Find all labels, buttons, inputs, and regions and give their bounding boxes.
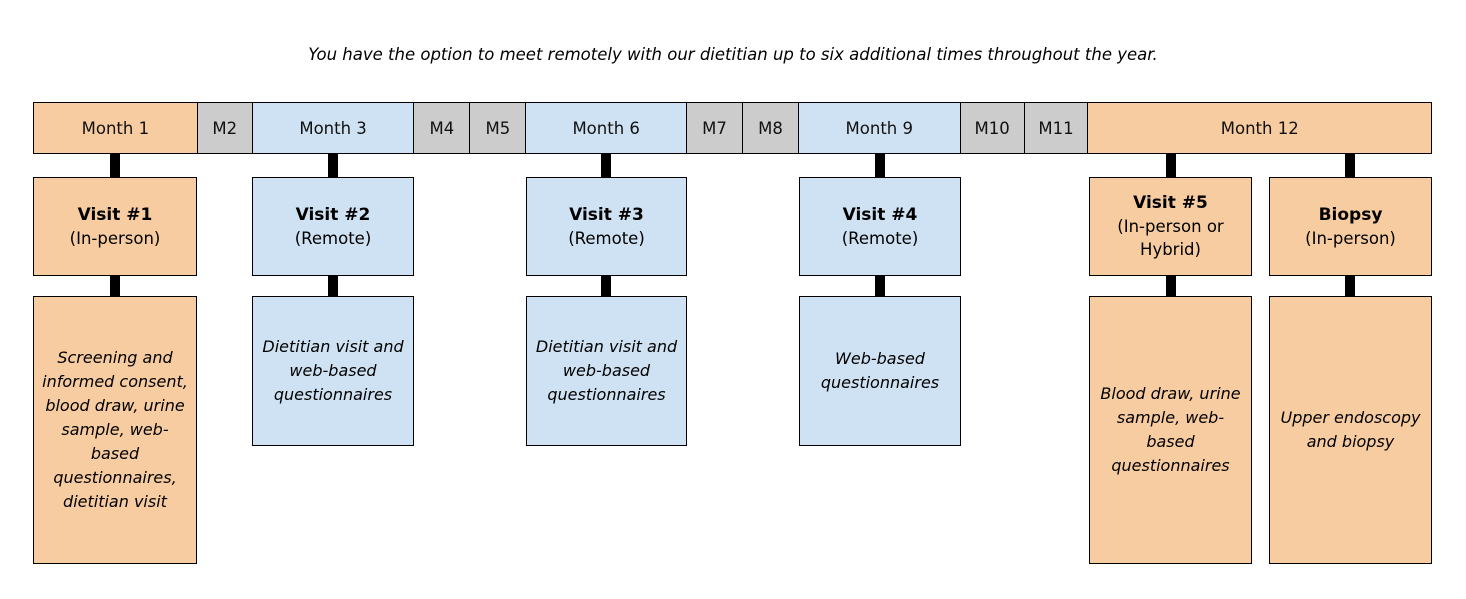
connector-month3-visit2 <box>328 153 338 178</box>
visit-subtitle: (Remote) <box>294 228 372 248</box>
description-box-description-visit-1[interactable]: Screening and informed consent, blood dr… <box>33 296 197 564</box>
description-text: Screening and informed consent, blood dr… <box>42 348 188 511</box>
month-segment-m11[interactable]: M11 <box>1024 103 1089 153</box>
connector-visit3-desc3 <box>601 275 611 297</box>
visit-title: Biopsy <box>1318 204 1383 225</box>
connector-visit2-desc2 <box>328 275 338 297</box>
description-text: Web-based questionnaires <box>820 349 940 392</box>
visit-title: Visit #5 <box>1133 193 1208 213</box>
visit-box-biopsy[interactable]: Biopsy (In-person) <box>1269 177 1432 276</box>
description-box-description-visit-2[interactable]: Dietitian visit and web-based questionna… <box>252 296 414 446</box>
connector-visit4-desc4 <box>875 275 885 297</box>
connector-month1-visit1 <box>110 153 120 178</box>
description-text: Dietitian visit and web-based questionna… <box>535 337 678 404</box>
visit-box-visit-1[interactable]: Visit #1 (In-person) <box>33 177 197 276</box>
month-segment-m5[interactable]: M5 <box>470 103 527 153</box>
description-box-description-visit-4[interactable]: Web-based questionnaires <box>799 296 961 446</box>
month-segment-m7[interactable]: M7 <box>687 103 743 153</box>
month-segment-m4[interactable]: M4 <box>414 103 471 153</box>
connector-month6-visit3 <box>601 153 611 178</box>
month-segment-month-1[interactable]: Month 1 <box>34 103 198 153</box>
month-segment-month-6[interactable]: Month 6 <box>526 103 688 153</box>
description-text: Upper endoscopy and biopsy <box>1280 408 1421 451</box>
visit-title: Visit #2 <box>295 204 371 225</box>
description-text: Blood draw, urine sample, web-based ques… <box>1100 384 1241 475</box>
visit-subtitle: (Remote) <box>568 228 645 248</box>
visit-title: Visit #4 <box>842 204 918 225</box>
visit-box-visit-2[interactable]: Visit #2 (Remote) <box>252 177 414 276</box>
visit-box-visit-3[interactable]: Visit #3 (Remote) <box>526 177 687 276</box>
connector-month12-visit5 <box>1166 153 1176 178</box>
visit-subtitle: (In-person or Hybrid) <box>1117 217 1224 259</box>
connector-visit5-desc5 <box>1166 275 1176 297</box>
month-segment-month-12[interactable]: Month 12 <box>1088 103 1431 153</box>
connector-month12-biopsy <box>1345 153 1355 178</box>
visit-title: Visit #3 <box>569 204 644 225</box>
visit-subtitle: (Remote) <box>841 228 919 248</box>
month-segment-m2[interactable]: M2 <box>197 103 253 153</box>
description-box-description-visit-3[interactable]: Dietitian visit and web-based questionna… <box>526 296 687 446</box>
connector-month9-visit4 <box>875 153 885 178</box>
connector-biopsy-desc6 <box>1345 275 1355 297</box>
description-box-description-biopsy[interactable]: Upper endoscopy and biopsy <box>1269 296 1432 564</box>
month-segment-month-3[interactable]: Month 3 <box>252 103 415 153</box>
month-segment-m10[interactable]: M10 <box>960 103 1025 153</box>
visit-subtitle: (In-person) <box>1305 228 1396 248</box>
visit-title: Visit #1 <box>77 204 153 225</box>
month-segment-month-9[interactable]: Month 9 <box>798 103 961 153</box>
visit-box-visit-5[interactable]: Visit #5 (In-person or Hybrid) <box>1089 177 1252 276</box>
connector-visit1-desc1 <box>110 275 120 297</box>
description-box-description-visit-5[interactable]: Blood draw, urine sample, web-based ques… <box>1089 296 1252 564</box>
caption-text: You have the option to meet remotely wit… <box>308 45 1158 64</box>
description-text: Dietitian visit and web-based questionna… <box>262 337 404 404</box>
visit-box-visit-4[interactable]: Visit #4 (Remote) <box>799 177 961 276</box>
visit-subtitle: (In-person) <box>69 228 161 248</box>
month-segment-m8[interactable]: M8 <box>742 103 799 153</box>
